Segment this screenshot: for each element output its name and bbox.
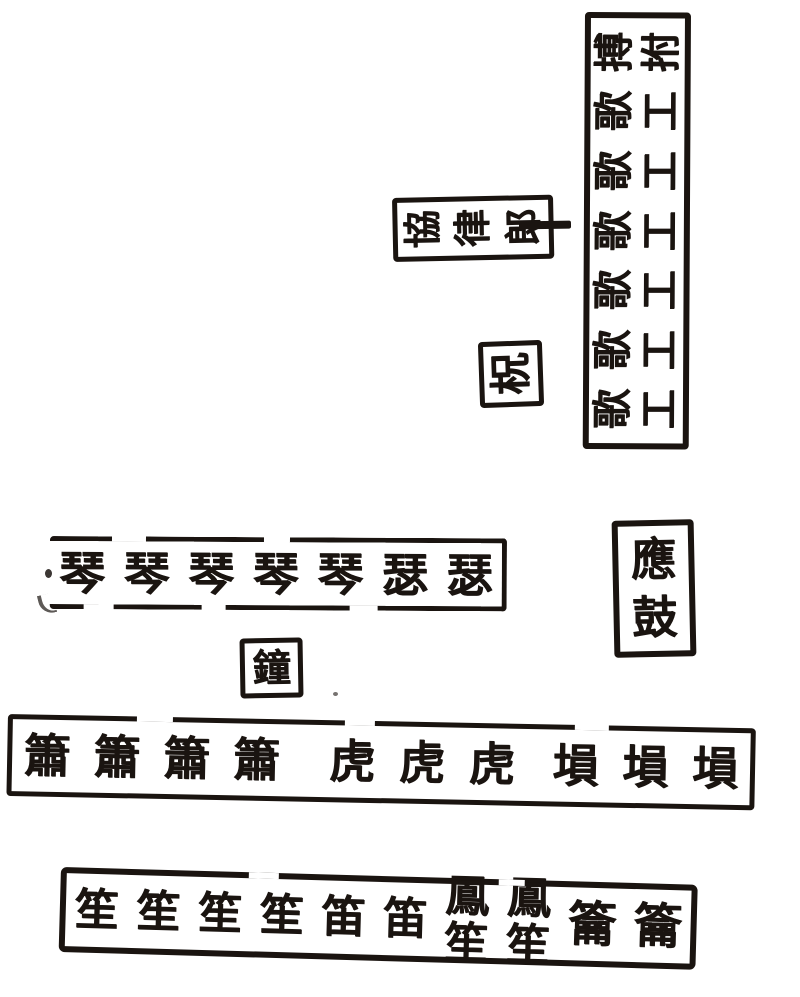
bell-box: 鐘: [239, 637, 304, 699]
singer-row: 歌 工: [590, 82, 684, 142]
fengsheng-cell: 鳳 笙: [443, 870, 490, 970]
gong-glyph: 工: [635, 389, 683, 430]
ge-glyph: 歌: [588, 389, 636, 430]
chi-glyph: 虎: [398, 735, 446, 791]
singer-row: 歌 工: [589, 201, 684, 261]
ge-glyph: 歌: [589, 210, 637, 251]
ge-glyph: 歌: [589, 150, 637, 192]
sheng-glyph: 笙: [258, 889, 305, 942]
singer-row: 歌 工: [589, 260, 683, 320]
border-gap: [111, 535, 147, 542]
yinggu-box: 應 鼓: [611, 519, 697, 658]
xiao-glyph: 簫: [93, 729, 141, 785]
border-gap: [201, 604, 226, 611]
border-gap: [136, 715, 173, 723]
xun-glyph: 塤: [552, 738, 600, 794]
border-gap: [344, 719, 375, 727]
border-gap: [83, 604, 114, 611]
sheng-glyph: 笙: [73, 883, 120, 937]
fengsheng-sub-glyph: 笙: [443, 917, 489, 970]
fu-glyph: 拊: [637, 32, 685, 73]
singers-panel: 搏 拊 歌 工 歌 工 歌 工 歌 工 歌 工 歌 工: [582, 12, 691, 450]
se-glyph: 瑟: [381, 547, 429, 602]
bell-glyph: 鐘: [252, 644, 291, 691]
sheng-glyph: 笙: [197, 887, 243, 940]
border-gap: [574, 723, 609, 731]
ink-stroke-artifact: [518, 220, 572, 230]
xiao-glyph: 簫: [23, 728, 71, 784]
yue-glyph: 籥: [567, 895, 617, 954]
sheng-di-box: 笙 笙 笙 笙 笛 笛 鳳 笙 鳳 笙 籥 籥: [58, 867, 698, 972]
ge-glyph: 歌: [589, 91, 638, 132]
fengsheng-cell: 鳳 笙: [504, 872, 552, 972]
feng-glyph: 鳳: [444, 870, 490, 923]
zhu-box: 柷: [477, 339, 545, 409]
xun-glyph: 塤: [621, 739, 669, 795]
gong-glyph: 工: [636, 91, 685, 132]
sheng-glyph: 笙: [135, 885, 182, 938]
qin-glyph: 琴: [317, 546, 364, 602]
singer-row: 歌 工: [589, 320, 683, 380]
singer-row: 歌 工: [588, 379, 683, 439]
border-gap: [349, 605, 378, 612]
di-glyph: 笛: [320, 890, 367, 944]
border-gap: [263, 536, 291, 543]
di-glyph: 笛: [382, 892, 428, 945]
xiao-glyph: 簫: [232, 732, 280, 788]
ink-speck: [45, 569, 52, 578]
winds-box: 簫 簫 簫 簫 虎 虎 虎 塤 塤 塤: [6, 714, 756, 811]
xiao-glyph: 簫: [163, 731, 211, 786]
ge-glyph: 歌: [588, 329, 636, 370]
chi-glyph: 虎: [468, 736, 516, 792]
ink-speck: [333, 692, 338, 696]
gong-glyph: 工: [635, 329, 683, 371]
qin-glyph: 琴: [58, 545, 106, 600]
bofu-row: 搏 拊: [590, 22, 685, 82]
singer-row: 歌 工: [590, 141, 684, 201]
qin-glyph: 琴: [123, 545, 170, 601]
xie-glyph: 協: [399, 209, 446, 249]
xun-glyph: 塤: [691, 741, 739, 797]
gong-glyph: 工: [636, 210, 684, 252]
border-gap: [498, 879, 525, 886]
qin-glyph: 琴: [252, 546, 299, 601]
lv-glyph: 律: [449, 208, 496, 248]
yue-glyph: 籥: [632, 897, 683, 955]
bo-glyph: 搏: [590, 31, 638, 73]
gu-glyph: 鼓: [631, 590, 678, 645]
gong-glyph: 工: [635, 270, 684, 311]
border-gap: [248, 872, 279, 880]
ying-glyph: 應: [630, 532, 677, 587]
gong-glyph: 工: [636, 151, 684, 192]
se-glyph: 瑟: [446, 547, 493, 602]
ge-glyph: 歌: [588, 270, 637, 311]
chi-glyph: 虎: [328, 734, 376, 790]
qinse-box: 琴 琴 琴 琴 琴 瑟 瑟: [49, 535, 507, 612]
zhu-glyph: 柷: [485, 352, 536, 396]
qin-glyph: 琴: [188, 546, 235, 601]
fengsheng-sub-glyph: 笙: [504, 919, 551, 972]
